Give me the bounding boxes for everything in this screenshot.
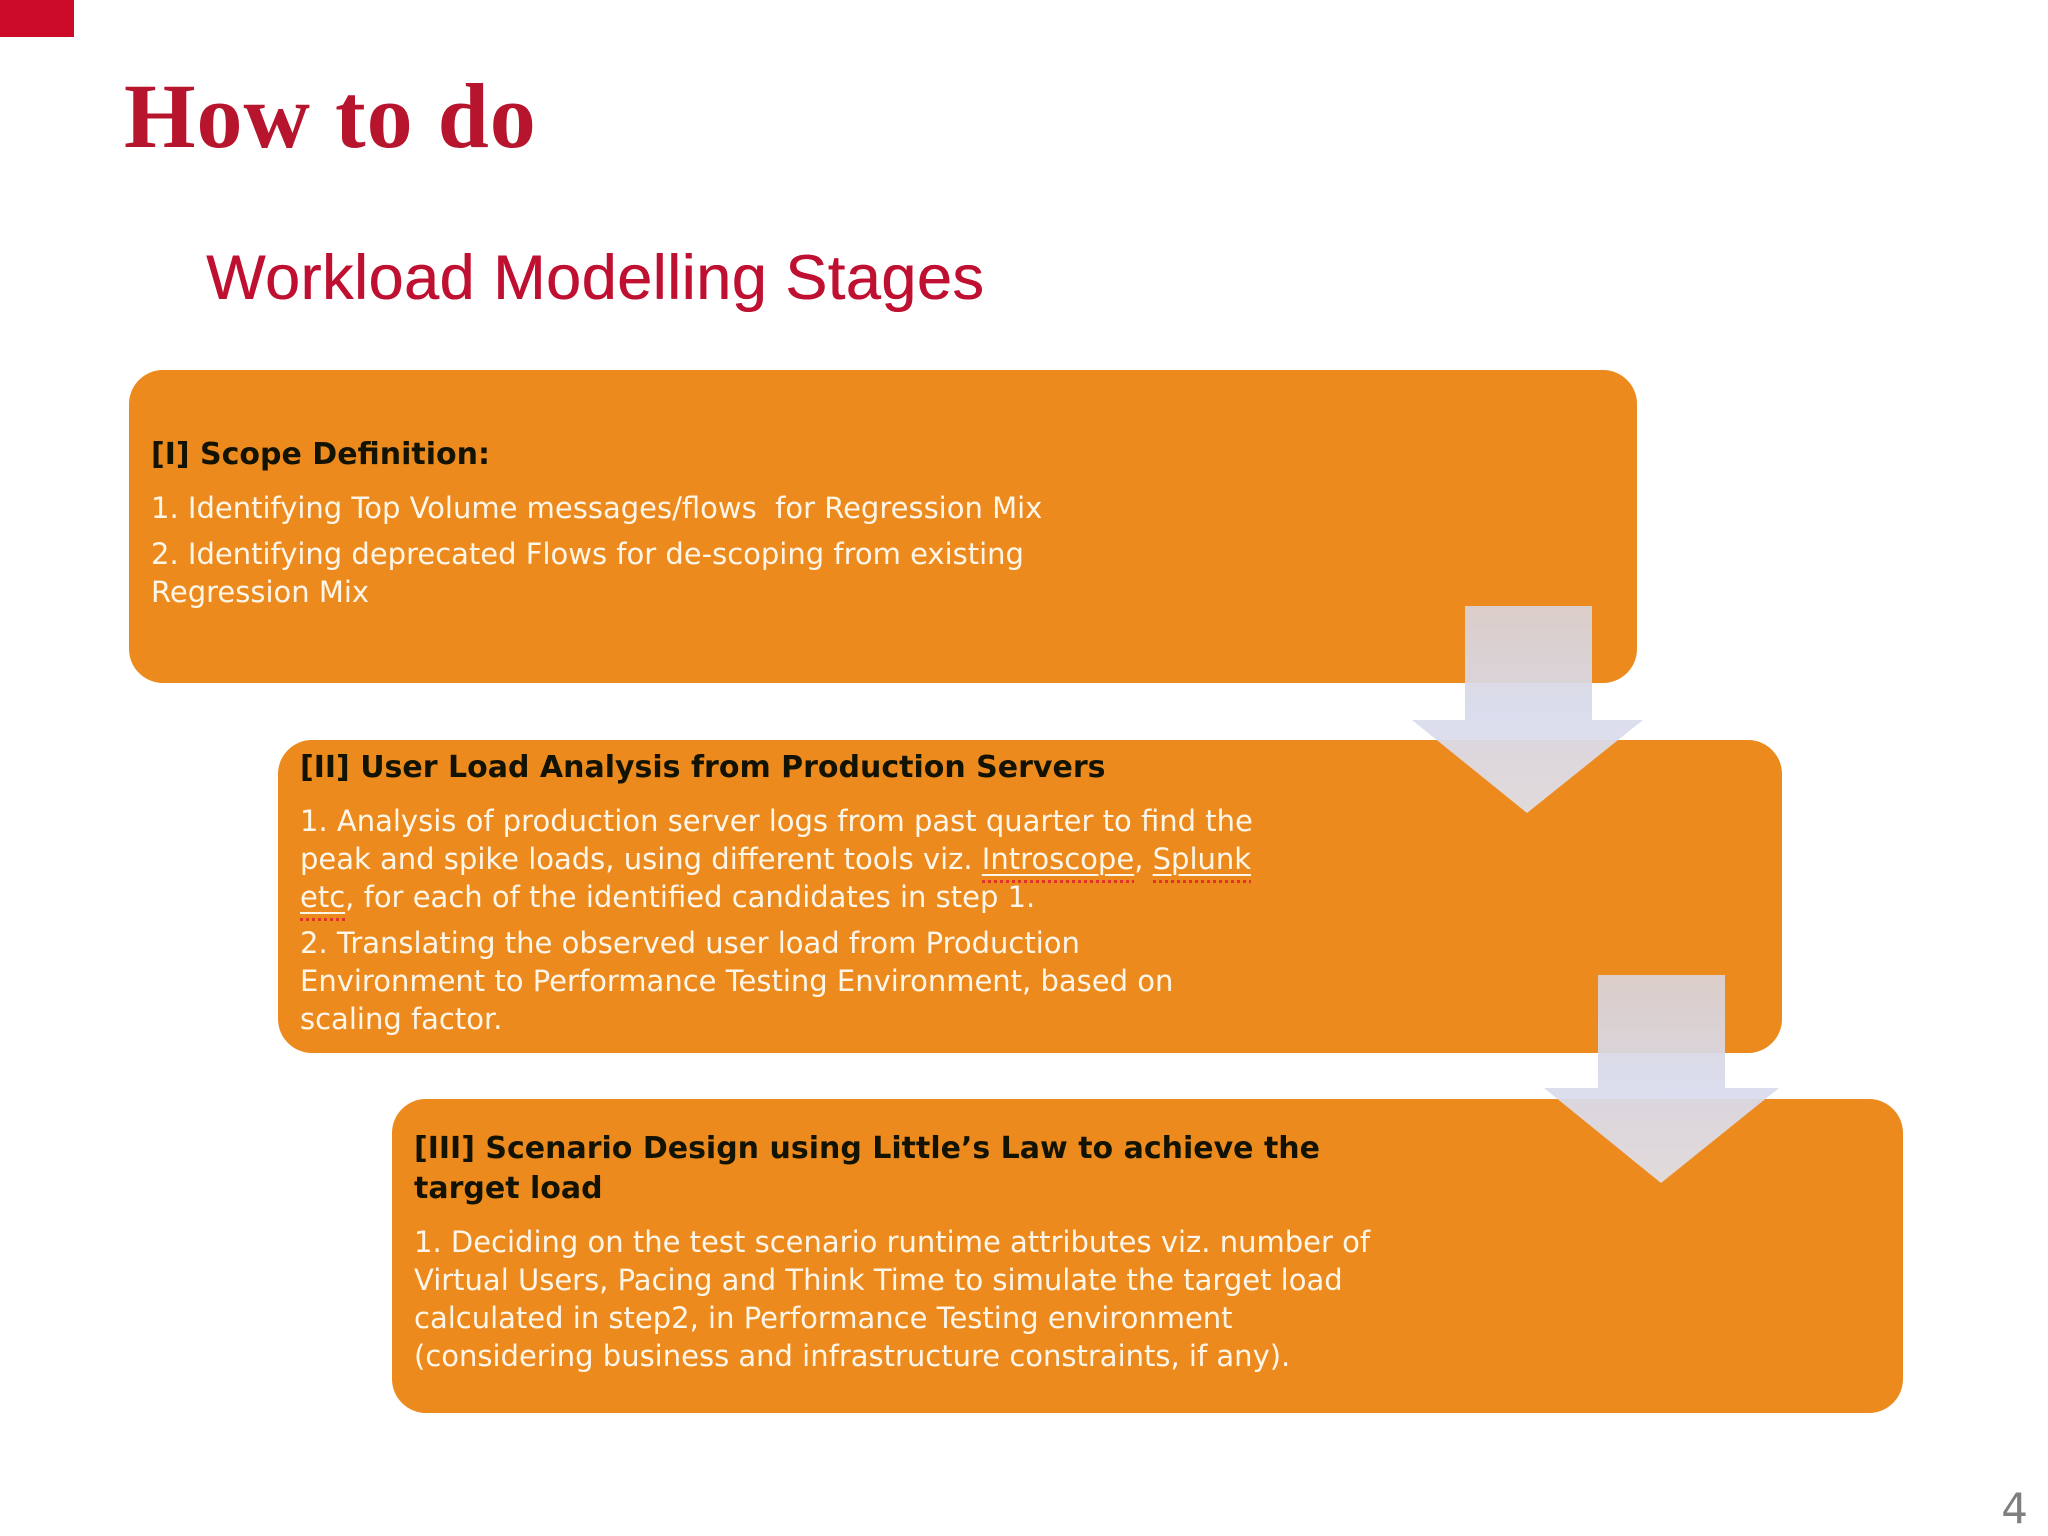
underlined-term: Introscope — [981, 841, 1135, 883]
stage-paragraph: 2. Identifying deprecated Flows for de-s… — [151, 535, 1615, 611]
stage-paragraph: 1. Identifying Top Volume messages/flows… — [151, 489, 1615, 527]
stage-heading: [II] User Load Analysis from Production … — [300, 749, 1106, 785]
stage-heading: [I] Scope Definition: — [151, 436, 491, 472]
red-corner-accent — [0, 0, 74, 37]
stage-paragraph: 1. Analysis of production server logs fr… — [300, 802, 1760, 921]
slide-subtitle: Workload Modelling Stages — [206, 243, 985, 313]
text-segment: 2. Identifying deprecated Flows for de-s… — [151, 536, 1024, 609]
stage-paragraph: 2. Translating the observed user load fr… — [300, 924, 1760, 1038]
text-segment: , — [1134, 841, 1153, 876]
text-segment: 2. Translating the observed user load fr… — [300, 925, 1174, 1036]
page-title: How to do — [124, 65, 537, 167]
stage-box-scope-definition: [I] Scope Definition: 1. Identifying Top… — [129, 370, 1637, 683]
stage-paragraph: 1. Deciding on the test scenario runtime… — [414, 1223, 1881, 1375]
stage-heading: [III] Scenario Design using Little’s Law… — [414, 1131, 1320, 1206]
text-segment: 1. Analysis of production server logs fr… — [300, 803, 1253, 876]
underlined-term: etc — [300, 879, 346, 921]
page-number: 4 — [2001, 1484, 2028, 1533]
text-segment: , for each of the identified candidates … — [345, 879, 1036, 914]
stage-body: 1. Identifying Top Volume messages/flows… — [151, 481, 1615, 619]
stage-body: 1. Deciding on the test scenario runtime… — [414, 1215, 1881, 1383]
stage-body: 1. Analysis of production server logs fr… — [300, 794, 1760, 1046]
stage-box-scenario-design: [III] Scenario Design using Little’s Law… — [392, 1099, 1903, 1413]
underlined-term: Splunk — [1152, 841, 1252, 883]
text-segment: 1. Identifying Top Volume messages/flows… — [151, 490, 1043, 525]
text-segment: 1. Deciding on the test scenario runtime… — [414, 1225, 1371, 1373]
